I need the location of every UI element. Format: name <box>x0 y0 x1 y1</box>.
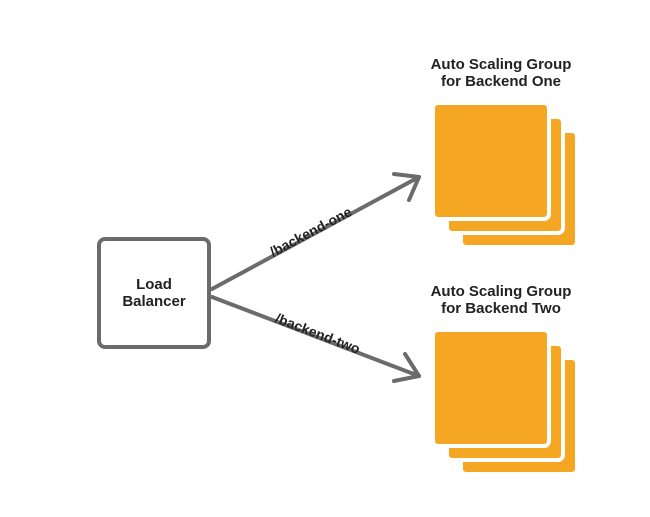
auto-scaling-group-one: Auto Scaling Group for Backend One <box>431 56 579 249</box>
group-two-instance-front <box>431 328 551 448</box>
group-two-title-line1: Auto Scaling Group <box>431 283 572 300</box>
auto-scaling-group-two: Auto Scaling Group for Backend Two <box>431 283 579 476</box>
load-balancer-label-line1: Load <box>136 276 172 293</box>
edge-backend-two-arrowhead <box>392 352 421 383</box>
load-balancer-node: Load Balancer <box>97 237 211 349</box>
edge-backend-two: /backend-two <box>210 295 421 383</box>
group-one-title-line1: Auto Scaling Group <box>431 56 572 73</box>
edge-backend-two-line <box>210 295 421 378</box>
load-balancer-box <box>97 237 211 349</box>
edge-backend-one-arrowhead <box>392 172 421 202</box>
edge-backend-one-line <box>210 175 421 291</box>
group-two-title-line2: for Backend Two <box>441 300 561 317</box>
group-one-instance-front <box>431 101 551 221</box>
load-balancer-label-line2: Balancer <box>122 293 186 310</box>
edge-backend-one: /backend-one <box>210 172 421 291</box>
edge-backend-one-label: /backend-one <box>267 203 354 260</box>
edge-backend-two-label: /backend-two <box>273 310 362 357</box>
group-one-title-line2: for Backend One <box>441 73 561 90</box>
